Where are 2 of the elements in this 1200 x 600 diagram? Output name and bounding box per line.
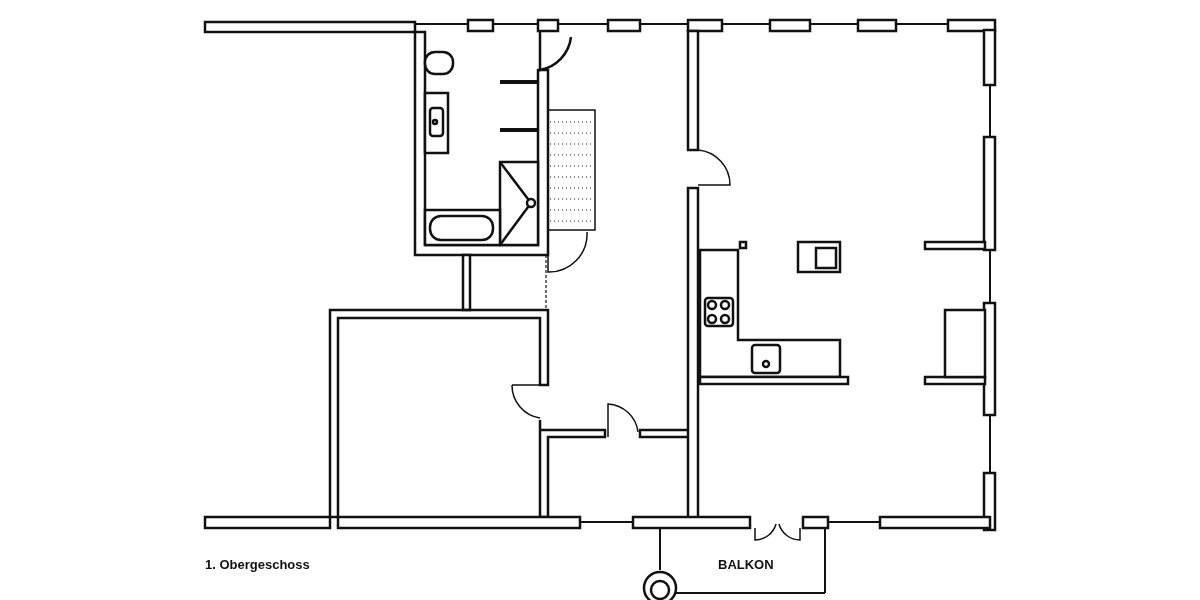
- room-label: BALKON: [718, 557, 774, 572]
- floor-caption: 1. Obergeschoss: [205, 557, 310, 572]
